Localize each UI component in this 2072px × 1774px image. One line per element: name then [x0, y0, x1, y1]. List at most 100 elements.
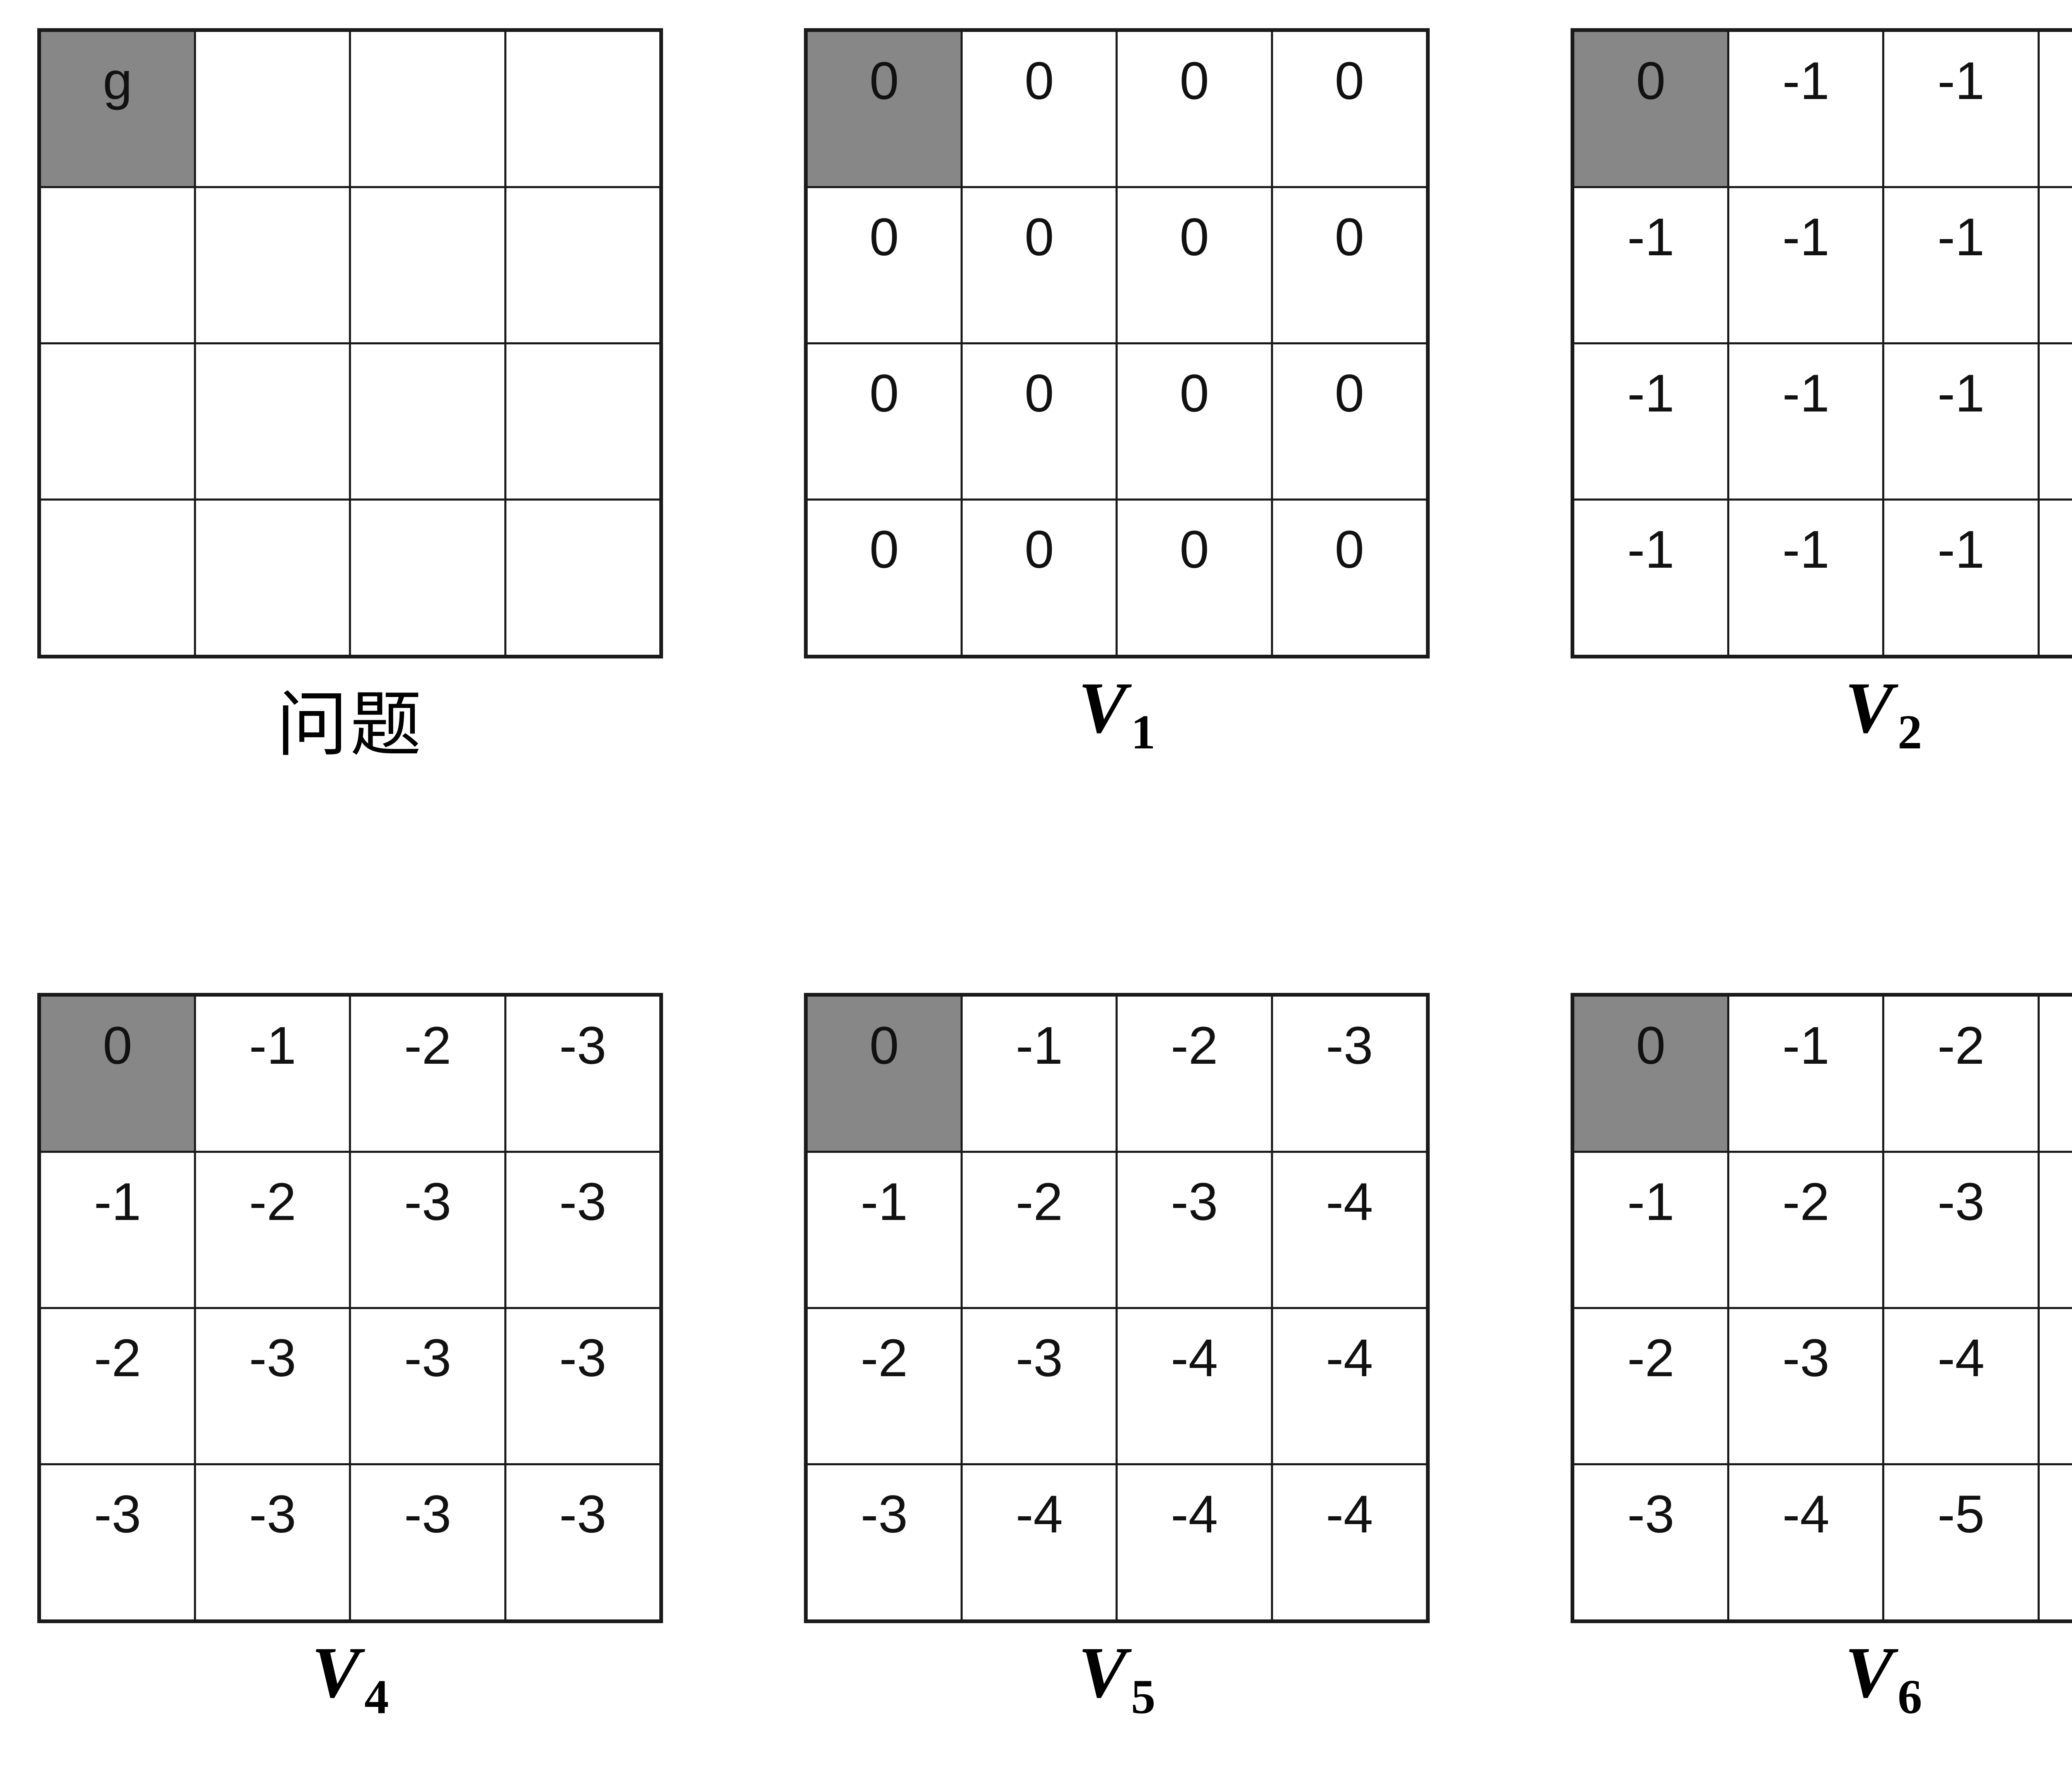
panel-caption-v5: V5	[804, 1631, 1430, 1725]
grid-cell-v5-r1c0[interactable]: -1	[804, 1151, 963, 1309]
grid-cell-v5-r3c3[interactable]: -4	[1271, 1463, 1429, 1622]
grid-cell-v1-r0c1[interactable]: 0	[961, 29, 1118, 188]
grid-cell-v4-r2c0[interactable]: -2	[38, 1307, 196, 1465]
grid-cell-v4-r2c1[interactable]: -3	[194, 1307, 351, 1465]
grid-cell-v6-r2c2[interactable]: -4	[1882, 1307, 2040, 1465]
grid-cell-v2-r3c2[interactable]: -1	[1882, 499, 2040, 658]
grid-cell-v4-r0c2[interactable]: -2	[349, 994, 506, 1153]
grid-cell-v2-r3c0[interactable]: -1	[1571, 499, 1730, 658]
grid-cell-v5-r2c1[interactable]: -3	[961, 1307, 1118, 1465]
grid-cell-v2-r2c1[interactable]: -1	[1727, 342, 1885, 501]
grid-cell-v6-r1c0[interactable]: -1	[1571, 1151, 1730, 1309]
grid-cell-problem-r0c0-goal[interactable]: g	[38, 29, 196, 188]
grid-cell-problem-r2c0[interactable]	[38, 342, 196, 501]
grid-cell-v1-r1c0[interactable]: 0	[804, 186, 963, 344]
grid-cell-v1-r2c3[interactable]: 0	[1271, 342, 1429, 501]
grid-cell-v6-r0c3[interactable]: -3	[2037, 994, 2072, 1153]
grid-cell-v4-r3c3[interactable]: -3	[504, 1463, 663, 1622]
grid-cell-v5-r0c1[interactable]: -1	[961, 994, 1118, 1153]
grid-cell-problem-r1c3[interactable]	[504, 186, 663, 344]
grid-cell-v1-r0c3[interactable]: 0	[1271, 29, 1429, 188]
grid-cell-problem-r1c2[interactable]	[349, 186, 506, 344]
grid-cell-v5-r0c2[interactable]: -2	[1116, 994, 1273, 1153]
grid-cell-problem-r0c3[interactable]	[504, 29, 663, 188]
grid-cell-v1-r2c0[interactable]: 0	[804, 342, 963, 501]
grid-cell-v1-r1c3[interactable]: 0	[1271, 186, 1429, 344]
grid-cell-v1-r3c1[interactable]: 0	[961, 499, 1118, 658]
grid-cell-problem-r3c1[interactable]	[194, 499, 351, 658]
grid-cell-problem-r3c2[interactable]	[349, 499, 506, 658]
grid-cell-v2-r0c0-goal[interactable]: 0	[1571, 29, 1730, 188]
grid-cell-v1-r3c3[interactable]: 0	[1271, 499, 1429, 658]
grid-cell-v2-r0c3[interactable]: -1	[2037, 29, 2072, 188]
grid-cell-v4-r1c3[interactable]: -3	[504, 1151, 663, 1309]
grid-cell-problem-r0c2[interactable]	[349, 29, 506, 188]
grid-cell-v2-r1c2[interactable]: -1	[1882, 186, 2040, 344]
grid-cell-v1-r0c0-goal[interactable]: 0	[804, 29, 963, 188]
grid-cell-problem-r2c1[interactable]	[194, 342, 351, 501]
grid-cell-v6-r1c3[interactable]: -4	[2037, 1151, 2072, 1309]
grid-cell-v2-r2c2[interactable]: -1	[1882, 342, 2040, 501]
grid-cell-problem-r1c0[interactable]	[38, 186, 196, 344]
grid-cell-v4-r1c2[interactable]: -3	[349, 1151, 506, 1309]
grid-cell-v2-r1c3[interactable]: -1	[2037, 186, 2072, 344]
grid-cell-v4-r0c3[interactable]: -3	[504, 994, 663, 1153]
grid-cell-v6-r3c0[interactable]: -3	[1571, 1463, 1730, 1622]
grid-cell-v6-r2c3[interactable]: -5	[2037, 1307, 2072, 1465]
grid-cell-v5-r3c0[interactable]: -3	[804, 1463, 963, 1622]
grid-cell-problem-r3c3[interactable]	[504, 499, 663, 658]
grid-cell-v5-r2c2[interactable]: -4	[1116, 1307, 1273, 1465]
grid-cell-v5-r1c2[interactable]: -3	[1116, 1151, 1273, 1309]
grid-cell-problem-r3c0[interactable]	[38, 499, 196, 658]
grid-cell-v1-r3c2[interactable]: 0	[1116, 499, 1273, 658]
grid-cell-v5-r3c2[interactable]: -4	[1116, 1463, 1273, 1622]
table-row: -2-3-3-3	[38, 1307, 663, 1465]
grid-cell-v4-r1c1[interactable]: -2	[194, 1151, 351, 1309]
grid-cell-v6-r2c0[interactable]: -2	[1571, 1307, 1730, 1465]
grid-cell-v2-r3c3[interactable]: -1	[2037, 499, 2072, 658]
grid-cell-problem-r0c1[interactable]	[194, 29, 351, 188]
grid-cell-v1-r3c0[interactable]: 0	[804, 499, 963, 658]
grid-cell-v4-r0c1[interactable]: -1	[194, 994, 351, 1153]
grid-cell-v5-r1c1[interactable]: -2	[961, 1151, 1118, 1309]
grid-cell-v2-r2c3[interactable]: -1	[2037, 342, 2072, 501]
grid-cell-v6-r1c1[interactable]: -2	[1727, 1151, 1885, 1309]
grid-cell-v6-r1c2[interactable]: -3	[1882, 1151, 2040, 1309]
grid-cell-v6-r2c1[interactable]: -3	[1727, 1307, 1885, 1465]
grid-cell-v4-r0c0-goal[interactable]: 0	[38, 994, 196, 1153]
grid-cell-v1-r2c1[interactable]: 0	[961, 342, 1118, 501]
grid-cell-v5-r3c1[interactable]: -4	[961, 1463, 1118, 1622]
grid-cell-v6-r3c1[interactable]: -4	[1727, 1463, 1885, 1622]
grid-cell-v2-r2c0[interactable]: -1	[1571, 342, 1730, 501]
grid-cell-problem-r2c2[interactable]	[349, 342, 506, 501]
grid-cell-v5-r0c3[interactable]: -3	[1271, 994, 1429, 1153]
grid-cell-v5-r2c0[interactable]: -2	[804, 1307, 963, 1465]
grid-cell-v4-r2c2[interactable]: -3	[349, 1307, 506, 1465]
grid-cell-v5-r0c0-goal[interactable]: 0	[804, 994, 963, 1153]
grid-cell-v1-r1c1[interactable]: 0	[961, 186, 1118, 344]
grid-cell-v6-r0c0-goal[interactable]: 0	[1571, 994, 1730, 1153]
grid-cell-v4-r2c3[interactable]: -3	[504, 1307, 663, 1465]
grid-cell-v2-r3c1[interactable]: -1	[1727, 499, 1885, 658]
grid-cell-v4-r1c0[interactable]: -1	[38, 1151, 196, 1309]
grid-cell-v6-r3c3[interactable]: -5	[2037, 1463, 2072, 1622]
grid-cell-problem-r1c1[interactable]	[194, 186, 351, 344]
grid-cell-v4-r3c0[interactable]: -3	[38, 1463, 196, 1622]
grid-cell-v4-r3c2[interactable]: -3	[349, 1463, 506, 1622]
grid-cell-v6-r0c1[interactable]: -1	[1727, 994, 1885, 1153]
grid-cell-v2-r0c1[interactable]: -1	[1727, 29, 1885, 188]
grid-cell-v6-r3c2[interactable]: -5	[1882, 1463, 2040, 1622]
grid-cell-v2-r1c1[interactable]: -1	[1727, 186, 1885, 344]
grid-cell-v1-r0c2[interactable]: 0	[1116, 29, 1273, 188]
grid-cell-v2-r0c2[interactable]: -1	[1882, 29, 2040, 188]
cell-value: -2	[860, 1329, 908, 1388]
grid-cell-v4-r3c1[interactable]: -3	[194, 1463, 351, 1622]
grid-cell-v5-r2c3[interactable]: -4	[1271, 1307, 1429, 1465]
cell-value: -1	[1937, 51, 1985, 111]
grid-cell-v5-r1c3[interactable]: -4	[1271, 1151, 1429, 1309]
grid-cell-v2-r1c0[interactable]: -1	[1571, 186, 1730, 344]
grid-cell-v6-r0c2[interactable]: -2	[1882, 994, 2040, 1153]
grid-cell-problem-r2c3[interactable]	[504, 342, 663, 501]
grid-cell-v1-r1c2[interactable]: 0	[1116, 186, 1273, 344]
grid-cell-v1-r2c2[interactable]: 0	[1116, 342, 1273, 501]
